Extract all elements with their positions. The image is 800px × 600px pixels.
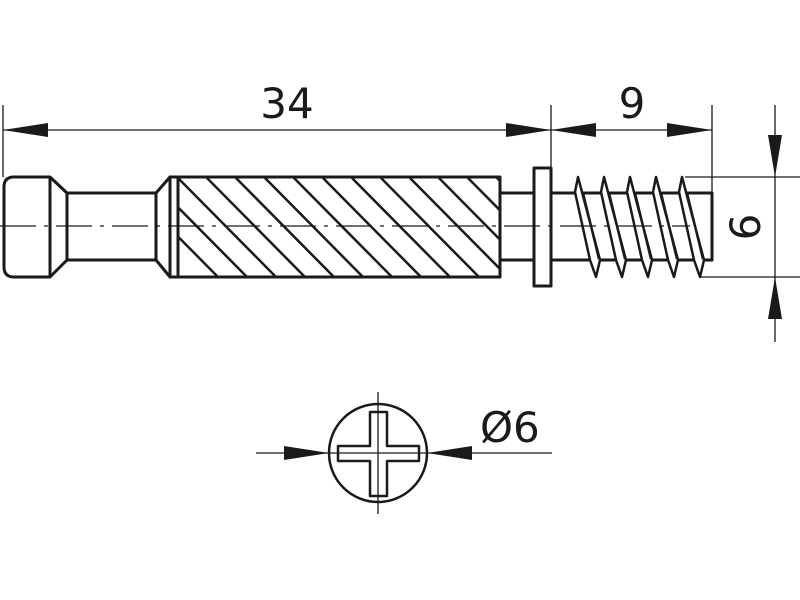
hatch-line bbox=[235, 178, 335, 276]
hatch-line bbox=[467, 178, 500, 213]
arrow-right-icon bbox=[667, 123, 712, 137]
dowel-side-view bbox=[0, 166, 714, 288]
dowel-end-view: Ø6 bbox=[256, 392, 552, 514]
hatch-line bbox=[178, 234, 219, 276]
hatch-line bbox=[409, 178, 500, 271]
dimension-overall-length: 34 bbox=[260, 79, 313, 128]
arrow-left-icon bbox=[551, 123, 596, 137]
thread-turn bbox=[651, 175, 680, 279]
thread-diameter-dimension: 6 bbox=[685, 105, 800, 342]
hatch-line bbox=[322, 178, 422, 276]
arrow-right-icon bbox=[284, 446, 329, 460]
arrow-right-icon bbox=[506, 123, 551, 137]
hatch-line bbox=[178, 178, 277, 276]
dimension-thread-length: 9 bbox=[619, 79, 646, 128]
hatch-line bbox=[293, 178, 393, 276]
hatch-line bbox=[380, 178, 480, 276]
arrow-left-icon bbox=[427, 446, 472, 460]
hatch-line bbox=[206, 178, 306, 276]
dimension-thread-diameter: 6 bbox=[721, 214, 770, 241]
dimension-head-diameter: Ø6 bbox=[480, 403, 540, 452]
arrow-up-icon bbox=[768, 277, 782, 319]
thread-turns bbox=[573, 175, 706, 279]
phillips-cross-icon bbox=[336, 410, 421, 498]
hatch-line bbox=[178, 205, 248, 276]
length-dimensions: 34 9 bbox=[2, 79, 713, 193]
collar bbox=[532, 166, 553, 288]
knurl-hatching bbox=[178, 178, 500, 276]
hatch-line bbox=[438, 178, 500, 242]
arrow-down-icon bbox=[768, 135, 782, 177]
hatch-line bbox=[351, 178, 451, 276]
chamfer bbox=[154, 175, 172, 279]
thread-turn bbox=[677, 175, 706, 279]
hatch-line bbox=[264, 178, 364, 276]
head bbox=[2, 175, 69, 279]
arrow-left-icon bbox=[3, 123, 48, 137]
